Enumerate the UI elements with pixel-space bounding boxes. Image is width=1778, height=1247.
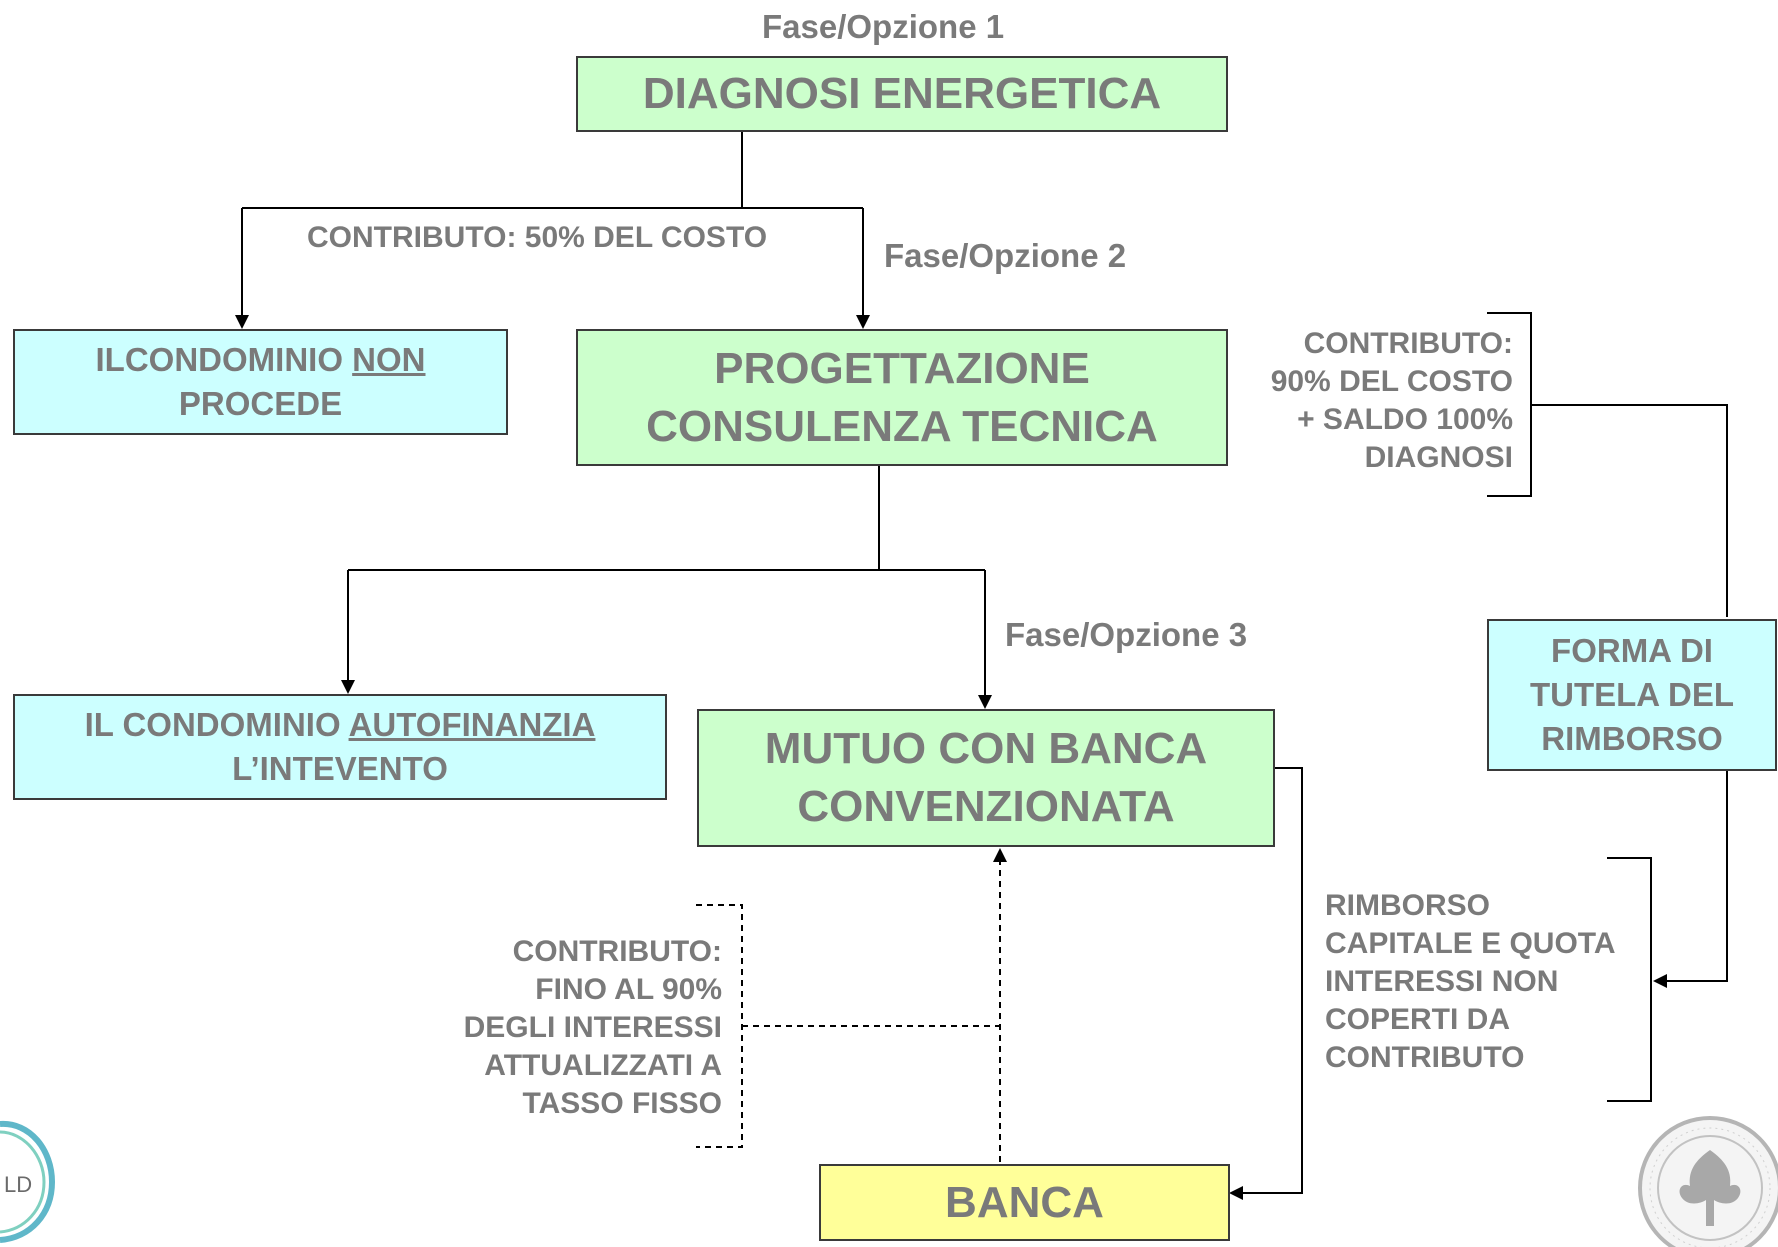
tutela-line3: RIMBORSO <box>1541 720 1723 757</box>
left-logo-icon: LD <box>0 1120 56 1243</box>
node-mutuo: MUTUO CON BANCA CONVENZIONATA <box>697 709 1275 847</box>
node-non-procede: ILCONDOMINIO NON PROCEDE <box>13 329 508 435</box>
tutela-line2: TUTELA DEL <box>1529 676 1735 713</box>
node-tutela-rimborso: FORMA DI TUTELA DEL RIMBORSO <box>1487 619 1777 771</box>
contributo-90-line4: DIAGNOSI <box>1364 441 1513 474</box>
connector-to-autofinanzia <box>348 569 985 692</box>
connector-mutuo-banca <box>1229 767 1303 1200</box>
autofinanzia-emphasis: AUTOFINANZIA <box>348 706 596 743</box>
rimborso-line1: RIMBORSO <box>1325 889 1490 922</box>
contributo-interessi-line3: DEGLI INTERESSI <box>463 1011 722 1044</box>
label-contributo-90: CONTRIBUTO: 90% DEL COSTO + SALDO 100% D… <box>1232 325 1513 477</box>
non-procede-line2: PROCEDE <box>178 385 343 422</box>
rimborso-line2: CAPITALE E QUOTA <box>1325 927 1616 960</box>
autofinanzia-line2: L’INTEVENTO <box>232 750 448 787</box>
contributo-interessi-line4: ATTUALIZZATI A <box>484 1049 722 1082</box>
bracket-contributo-interessi <box>696 904 743 1148</box>
phase-label-2: Fase/Opzione 2 <box>884 237 1127 274</box>
rimborso-line5: CONTRIBUTO <box>1325 1041 1525 1074</box>
node-diagnosi-label: DIAGNOSI ENERGETICA <box>642 69 1162 118</box>
left-logo-text: LD <box>4 1172 32 1197</box>
connector-tutela-rimborso <box>1653 768 1728 988</box>
phase-label-3: Fase/Opzione 3 <box>1005 616 1248 653</box>
non-procede-text: ILCONDOMINIO <box>95 341 353 378</box>
connector-to-non-procede <box>242 207 863 327</box>
rimborso-line3: INTERESSI NON <box>1325 965 1559 998</box>
contributo-90-line2: 90% DEL COSTO <box>1270 365 1513 398</box>
label-contributo-50: CONTRIBUTO: 50% DEL COSTO <box>307 221 768 254</box>
autofinanzia-line1: IL CONDOMINIO AUTOFINANZIA <box>85 703 596 747</box>
contributo-interessi-line5: TASSO FISSO <box>522 1087 722 1120</box>
node-autofinanzia: IL CONDOMINIO AUTOFINANZIA L’INTEVENTO <box>13 694 667 800</box>
contributo-interessi-line2: FINO AL 90% <box>535 973 722 1006</box>
contributo-90-line1: CONTRIBUTO: <box>1303 327 1513 360</box>
banca-label: BANCA <box>945 1177 1104 1227</box>
connector-to-tutela <box>1531 404 1728 617</box>
gbc-seal-icon <box>1638 1116 1778 1247</box>
progettazione-line2: CONSULENZA TECNICA <box>646 401 1158 451</box>
non-procede-emphasis: NON <box>352 341 426 378</box>
label-contributo-interessi: CONTRIBUTO: FINO AL 90% DEGLI INTERESSI … <box>402 933 722 1123</box>
mutuo-line1: MUTUO CON BANCA <box>764 724 1208 773</box>
tutela-line1: FORMA DI <box>1551 632 1713 669</box>
bracket-rimborso <box>1607 857 1652 1102</box>
mutuo-line2: CONVENZIONATA <box>797 782 1175 831</box>
autofinanzia-text: IL CONDOMINIO <box>84 706 349 743</box>
contributo-90-line3: + SALDO 100% <box>1297 403 1513 436</box>
node-diagnosi-energetica: DIAGNOSI ENERGETICA <box>576 56 1228 132</box>
contributo-interessi-line1: CONTRIBUTO: <box>512 935 722 968</box>
non-procede-line1: ILCONDOMINIO NON <box>96 338 426 382</box>
node-banca: BANCA <box>819 1164 1230 1241</box>
progettazione-line1: PROGETTAZIONE <box>714 343 1090 393</box>
phase-label-1: Fase/Opzione 1 <box>762 8 1005 45</box>
rimborso-line4: COPERTI DA <box>1325 1003 1511 1036</box>
label-rimborso: RIMBORSO CAPITALE E QUOTA INTERESSI NON … <box>1325 887 1616 1077</box>
node-progettazione: PROGETTAZIONE CONSULENZA TECNICA <box>576 329 1228 466</box>
